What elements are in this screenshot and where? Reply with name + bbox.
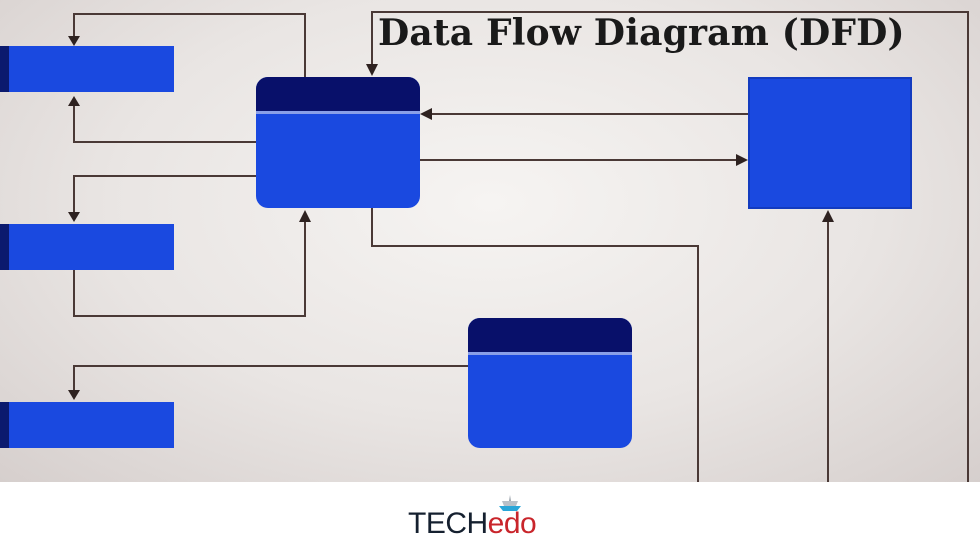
logo-text-tech: TECH: [408, 507, 488, 540]
flow-store-2-to-process: [73, 220, 306, 317]
arrowhead: [822, 210, 834, 222]
data-flow-lines: [68, 11, 969, 482]
flow-process-to-store-2: [73, 175, 256, 215]
logo-text-edo: edo: [487, 507, 537, 540]
arrowhead: [736, 154, 748, 166]
flow-process-to-store-1-top: [73, 13, 306, 80]
process-1: [256, 77, 420, 208]
arrowhead: [68, 212, 80, 222]
flow-store-1-to-process: [73, 104, 256, 143]
arrowhead: [366, 64, 378, 76]
logo-text: TECHedo: [408, 506, 537, 542]
arrowhead: [68, 36, 80, 46]
process-2-header: [468, 318, 632, 355]
external-entity: [748, 77, 912, 209]
flow-process-down: [371, 208, 699, 482]
techedo-logo[interactable]: TECHedo: [408, 494, 568, 546]
diagram-title: Data Flow Diagram (DFD): [378, 12, 905, 54]
boat-icon: [499, 495, 521, 511]
data-store-2: [0, 224, 174, 270]
footer: [0, 482, 980, 551]
arrowhead: [299, 210, 311, 222]
process-1-header: [256, 77, 420, 114]
flow-process-2-to-store-3: [73, 365, 468, 392]
arrowhead: [420, 108, 432, 120]
data-store-1: [0, 46, 174, 92]
arrowhead: [68, 96, 80, 106]
diagram-canvas: Data Flow Diagram (DFD): [0, 0, 980, 482]
arrowhead: [68, 390, 80, 400]
process-2: [468, 318, 632, 448]
flow-right-loop-to-process: [371, 11, 969, 482]
data-store-3: [0, 402, 174, 448]
